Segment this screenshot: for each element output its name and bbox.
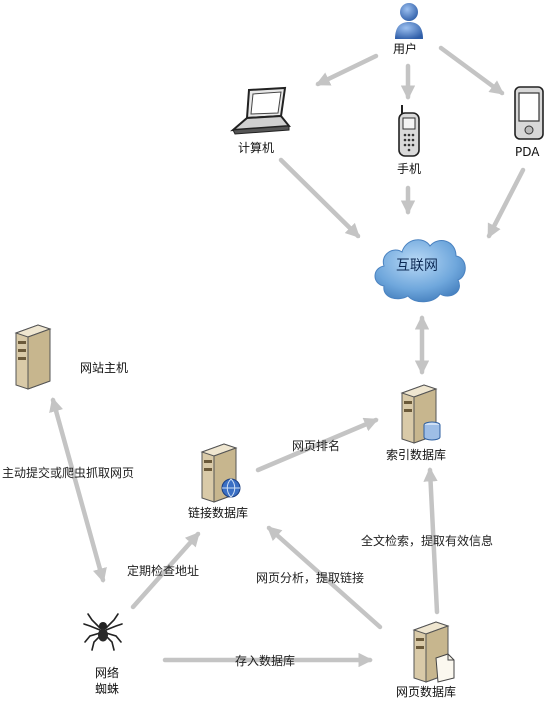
node-label-website-host: 网站主机 <box>80 361 129 375</box>
server-icon <box>14 324 52 390</box>
edge-label-store-db: 存入数据库 <box>235 654 296 668</box>
globe-server-icon <box>200 443 241 503</box>
pda-icon <box>514 86 544 140</box>
page-server-icon <box>412 621 455 683</box>
node-label-spider-line1: 网络 <box>95 666 120 680</box>
arrow-spider-to-link-db <box>130 531 201 610</box>
node-label-phone: 手机 <box>397 162 422 176</box>
arrow-user-to-computer <box>315 53 379 87</box>
mobile-phone-icon <box>398 105 420 157</box>
edge-label-submit-or-crawl: 主动提交或爬虫抓取网页 <box>2 466 135 480</box>
edge-label-page-analysis: 网页分析，提取链接 <box>256 571 365 585</box>
spider-icon <box>83 613 123 651</box>
node-label-pda: PDA <box>515 145 540 159</box>
laptop-icon <box>230 86 291 135</box>
arrow-link-db-to-index-db <box>255 417 379 473</box>
edge-label-periodic-check: 定期检查地址 <box>127 564 200 578</box>
node-label-user: 用户 <box>393 42 418 56</box>
edge-label-page-rank: 网页排名 <box>292 439 341 453</box>
node-label-page-db: 网页数据库 <box>396 685 457 699</box>
user-icon <box>395 3 423 39</box>
arrow-computer-to-internet <box>278 157 361 239</box>
arrow-page-db-to-index-db <box>423 467 440 615</box>
node-label-spider-line2: 蜘蛛 <box>95 682 120 696</box>
arrow-host-spider <box>49 397 107 583</box>
arrow-page-db-to-link-db <box>266 525 383 630</box>
internet-cloud-icon <box>374 239 466 303</box>
node-label-internet: 互联网 <box>396 258 438 274</box>
database-server-icon <box>400 384 441 444</box>
arrow-pda-to-internet <box>486 167 526 239</box>
arrow-user-to-pda <box>438 45 505 96</box>
node-label-link-db: 链接数据库 <box>188 506 249 520</box>
node-label-index-db: 索引数据库 <box>386 448 447 462</box>
edge-label-fulltext-search: 全文检索，提取有效信息 <box>361 534 494 548</box>
node-label-computer: 计算机 <box>238 141 275 155</box>
